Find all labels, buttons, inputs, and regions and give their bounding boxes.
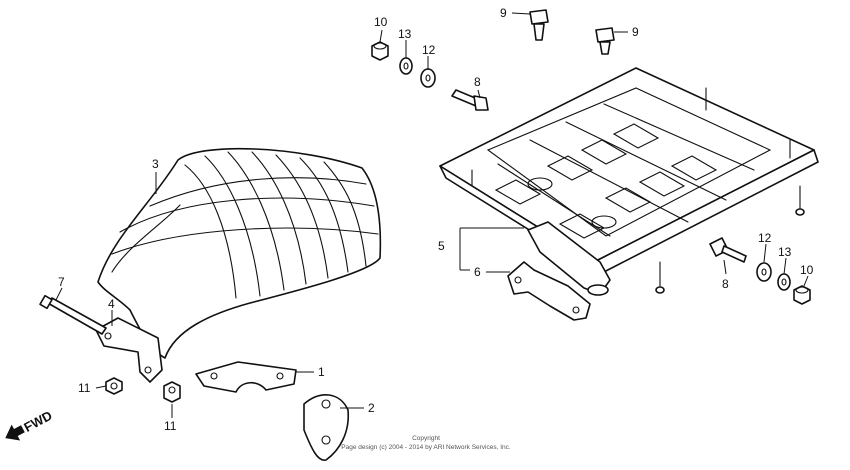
seat-plate[interactable] bbox=[195, 361, 297, 393]
callout-labels: 3 4 7 11 11 1 2 10 13 12 8 9 9 5 6 8 12 … bbox=[58, 6, 814, 433]
seat[interactable] bbox=[97, 147, 382, 359]
bolt-9-left[interactable] bbox=[529, 9, 549, 41]
callout-9-right[interactable]: 9 bbox=[632, 25, 639, 39]
callout-10-lower[interactable]: 10 bbox=[800, 263, 814, 277]
callout-4[interactable]: 4 bbox=[108, 297, 115, 311]
bolt-9-right[interactable] bbox=[595, 27, 615, 55]
callout-2[interactable]: 2 bbox=[368, 401, 375, 415]
fwd-arrow-icon bbox=[5, 424, 25, 441]
callout-11-left[interactable]: 11 bbox=[78, 381, 91, 395]
callout-1[interactable]: 1 bbox=[318, 365, 325, 379]
callout-13-lower[interactable]: 13 bbox=[778, 245, 792, 259]
washer-12-lower[interactable] bbox=[756, 262, 772, 282]
callout-8-lower[interactable]: 8 bbox=[722, 277, 729, 291]
nut-11-left[interactable] bbox=[105, 377, 123, 395]
nut-10-upper[interactable] bbox=[371, 41, 389, 61]
luggage-rack[interactable] bbox=[439, 67, 819, 296]
copyright-line-1: Copyright bbox=[412, 435, 440, 442]
washer-13-lower[interactable] bbox=[777, 273, 791, 291]
callout-12-upper[interactable]: 12 bbox=[422, 43, 436, 57]
seat-bracket[interactable] bbox=[95, 317, 163, 383]
callout-10-upper[interactable]: 10 bbox=[374, 15, 388, 29]
callout-8-upper[interactable]: 8 bbox=[474, 75, 481, 89]
callout-3[interactable]: 3 bbox=[152, 157, 159, 171]
bolt-8-lower[interactable] bbox=[709, 237, 747, 263]
callout-9-left[interactable]: 9 bbox=[500, 6, 507, 20]
leader-lines bbox=[55, 12, 809, 418]
copyright-notice: Copyright Page design (c) 2004 - 2014 by… bbox=[341, 435, 511, 451]
fwd-label: FWD bbox=[21, 408, 54, 435]
mount-bracket[interactable] bbox=[507, 261, 591, 321]
fwd-indicator: FWD bbox=[5, 408, 55, 441]
cover[interactable] bbox=[303, 394, 350, 461]
callout-6[interactable]: 6 bbox=[474, 265, 481, 279]
callout-7[interactable]: 7 bbox=[58, 275, 65, 289]
callout-13-upper[interactable]: 13 bbox=[398, 27, 412, 41]
copyright-line-2: Page design (c) 2004 - 2014 by ARI Netwo… bbox=[341, 444, 511, 451]
washer-12-upper[interactable] bbox=[420, 68, 436, 88]
callout-11-center[interactable]: 11 bbox=[164, 419, 177, 433]
callout-5[interactable]: 5 bbox=[438, 239, 445, 253]
nut-10-lower[interactable] bbox=[793, 285, 811, 305]
bolt-8-upper[interactable] bbox=[451, 89, 489, 111]
nut-11-center[interactable] bbox=[163, 381, 181, 403]
bolt-7[interactable] bbox=[39, 294, 107, 335]
washer-13-upper[interactable] bbox=[399, 57, 413, 75]
callout-12-lower[interactable]: 12 bbox=[758, 231, 772, 245]
